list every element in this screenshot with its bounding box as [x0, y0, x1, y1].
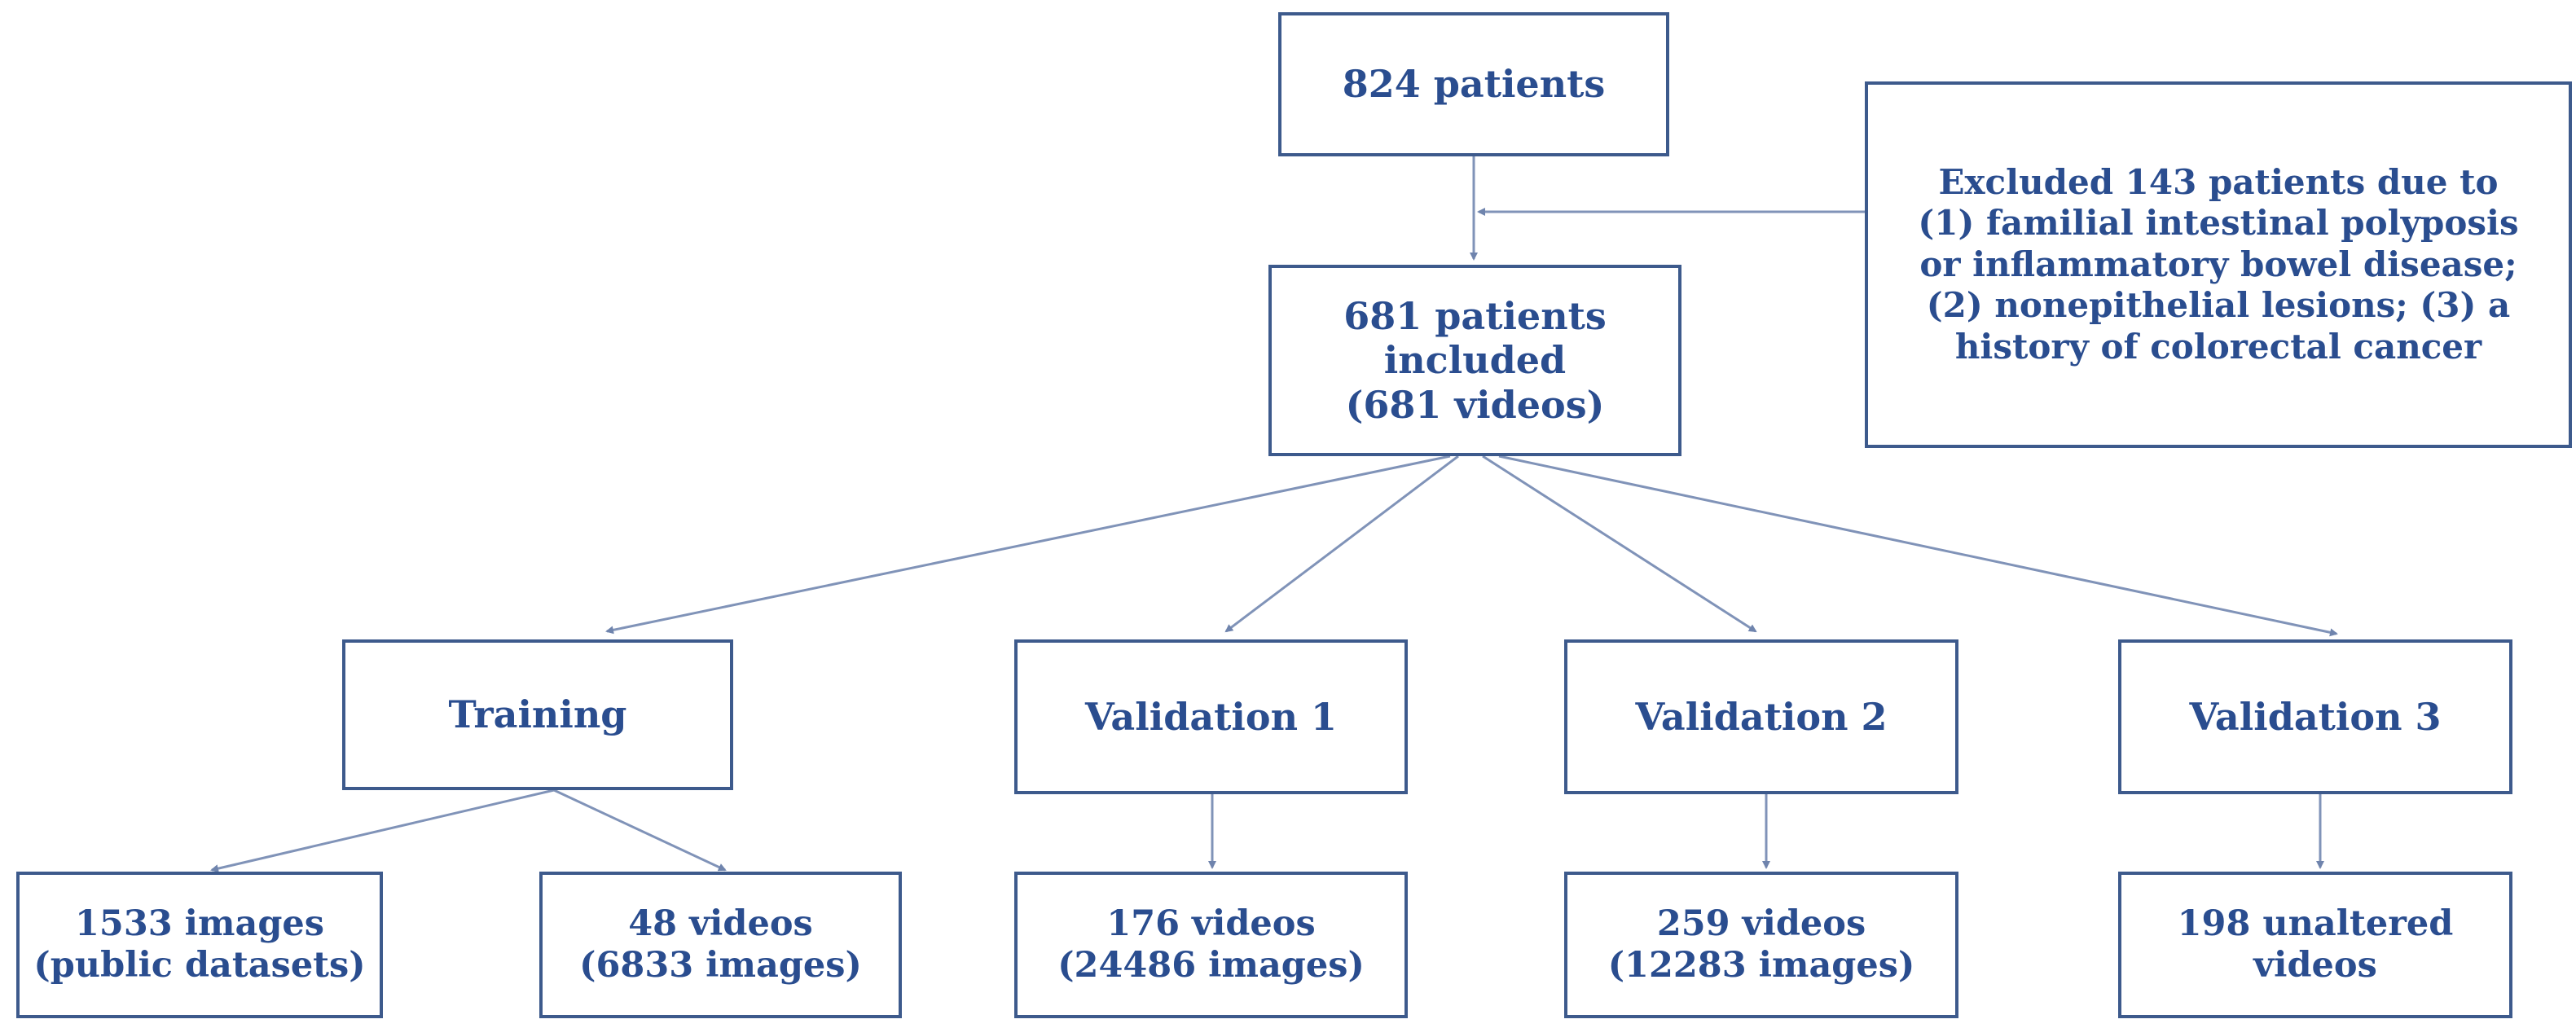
- training-images-box: 1533 images (public datasets): [16, 872, 383, 1018]
- exclusion-line-4: (2) nonepithelial lesions; (3) a: [1926, 285, 2511, 326]
- arrow-training-to-videos: [553, 789, 727, 872]
- validation-3-label: Validation 3: [2189, 694, 2442, 739]
- validation-3-videos-line-1: 198 unaltered: [2177, 903, 2454, 945]
- validation-2-box: Validation 2: [1564, 639, 1958, 794]
- validation-2-videos-box: 259 videos (12283 images): [1564, 872, 1958, 1018]
- arrow-training-to-images: [210, 789, 555, 873]
- included-line-1: 681 patients: [1343, 294, 1607, 339]
- validation-2-videos-line-1: 259 videos: [1656, 903, 1866, 945]
- training-label: Training: [448, 692, 627, 737]
- exclusion-criteria-box: Excluded 143 patients due to (1) familia…: [1865, 81, 2572, 448]
- validation-2-videos-line-2: (12283 images): [1607, 945, 1915, 986]
- validation-3-videos-box: 198 unaltered videos: [2118, 872, 2512, 1018]
- exclusion-line-1: Excluded 143 patients due to: [1938, 162, 2499, 203]
- included-line-3: (681 videos): [1345, 382, 1605, 427]
- validation-1-box: Validation 1: [1014, 639, 1408, 794]
- training-videos-line-1: 48 videos: [628, 903, 813, 945]
- validation-1-label: Validation 1: [1084, 694, 1338, 739]
- arrow-included-to-validation2: [1482, 455, 1757, 633]
- arrow-included-to-training: [605, 455, 1451, 635]
- enrolled-patients-box: 824 patients: [1278, 12, 1669, 156]
- training-videos-line-2: (6833 images): [579, 945, 862, 986]
- validation-3-videos-line-2: videos: [2253, 945, 2377, 986]
- exclusion-line-5: history of colorectal cancer: [1954, 326, 2482, 367]
- training-images-line-2: (public datasets): [33, 945, 366, 986]
- training-videos-box: 48 videos (6833 images): [539, 872, 902, 1018]
- validation-1-videos-box: 176 videos (24486 images): [1014, 872, 1408, 1018]
- validation-1-videos-line-2: (24486 images): [1057, 945, 1365, 986]
- exclusion-line-3: or inflammatory bowel disease;: [1919, 244, 2517, 284]
- training-images-line-1: 1533 images: [75, 903, 324, 945]
- arrow-included-to-validation3: [1498, 455, 2338, 637]
- validation-1-videos-line-1: 176 videos: [1106, 903, 1316, 945]
- validation-3-box: Validation 3: [2118, 639, 2512, 794]
- included-patients-box: 681 patients included (681 videos): [1268, 265, 1681, 456]
- arrow-included-to-validation1: [1224, 455, 1459, 633]
- training-box: Training: [342, 639, 733, 790]
- enrolled-line-1: 824 patients: [1342, 62, 1606, 107]
- exclusion-line-2: (1) familial intestinal polyposis: [1918, 203, 2519, 244]
- included-line-2: included: [1383, 338, 1567, 383]
- validation-2-label: Validation 2: [1635, 694, 1888, 739]
